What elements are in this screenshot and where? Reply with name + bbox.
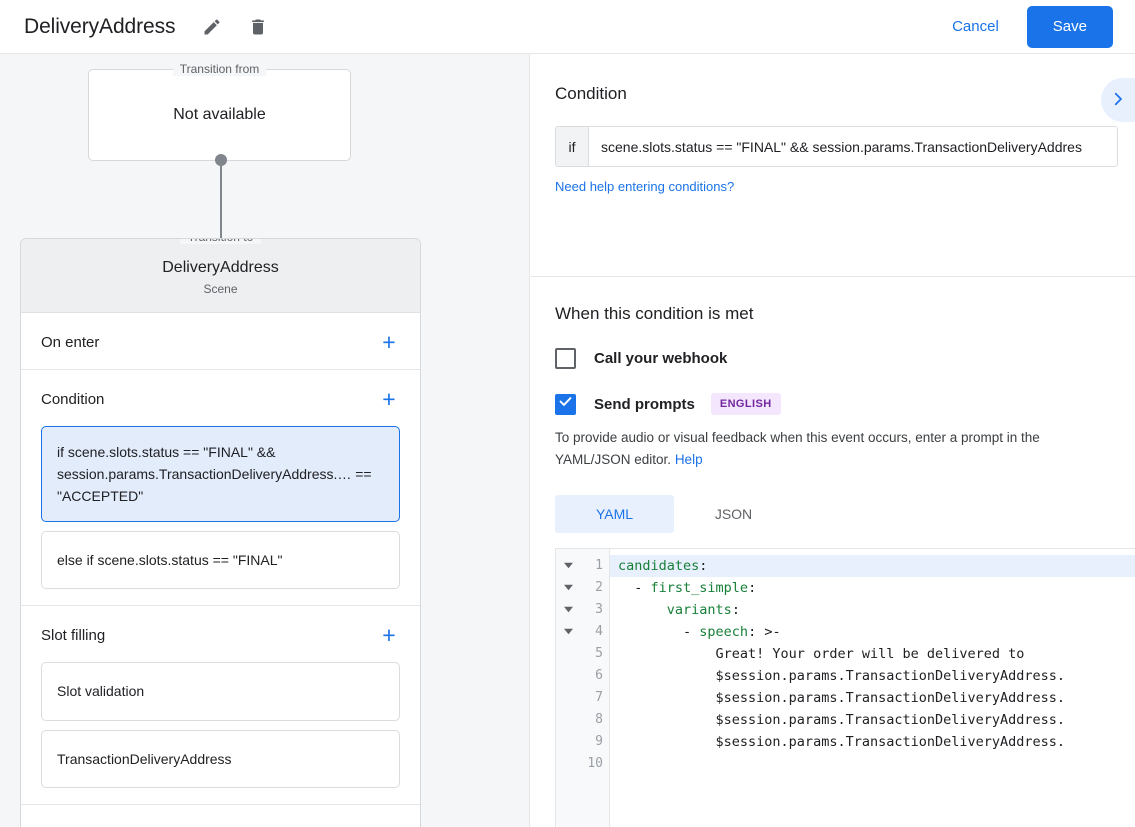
right-detail-panel: Condition if Need help entering conditio… [531, 54, 1135, 827]
send-prompts-checkbox-row: Send prompts ENGLISH [555, 393, 1113, 415]
edit-name-button[interactable] [195, 10, 229, 44]
fold-placeholder [556, 731, 580, 753]
section-header-custom-intent-handling[interactable]: Custom intent handling + [21, 805, 420, 827]
tab-yaml[interactable]: YAML [555, 494, 674, 533]
fold-placeholder [556, 665, 580, 687]
condition-item[interactable]: else if scene.slots.status == "FINAL" [41, 531, 400, 590]
editor-format-tabs: YAML JSON [555, 494, 1113, 533]
send-prompts-checkbox[interactable] [555, 393, 576, 415]
fold-toggle-icon[interactable] [556, 621, 580, 643]
section-title-on-enter: On enter [41, 333, 100, 351]
condition-editor-section: Condition if Need help entering conditio… [531, 54, 1135, 196]
condition-item-selected[interactable]: if scene.slots.status == "FINAL" && sess… [41, 426, 400, 523]
line-number: 2 [595, 579, 603, 595]
trash-icon [248, 17, 268, 37]
code-line[interactable]: candidates: [610, 554, 1135, 577]
page-title: DeliveryAddress [24, 14, 176, 38]
section-slot-filling: Slot filling + Slot validation Transacti… [21, 606, 420, 805]
code-line[interactable]: $session.params.TransactionDeliveryAddre… [618, 689, 1066, 706]
code-line[interactable]: $session.params.TransactionDeliveryAddre… [618, 667, 1066, 684]
left-flow-panel: Transition from Not available Transition… [0, 54, 530, 827]
line-number: 4 [595, 623, 603, 639]
code-line[interactable]: - first_simple: [618, 579, 757, 596]
transition-from-value: Not available [173, 106, 266, 123]
webhook-checkbox-row: Call your webhook [555, 348, 1113, 369]
section-body-slot-filling: Slot validation TransactionDeliveryAddre… [21, 662, 420, 803]
when-condition-met-section: When this condition is met Call your web… [531, 276, 1135, 827]
language-badge: ENGLISH [710, 393, 781, 415]
transition-from-card[interactable]: Transition from Not available [88, 62, 351, 161]
send-prompts-label: Send prompts [594, 395, 695, 413]
code-line[interactable]: variants: [666, 601, 740, 618]
code-content-area[interactable]: candidates: - first_simple: variants: - … [610, 549, 1135, 827]
fold-toggle-icon[interactable] [556, 599, 580, 621]
add-slot-filling-button[interactable]: + [376, 622, 402, 648]
fold-placeholder [556, 687, 580, 709]
line-number: 6 [595, 667, 603, 683]
code-line[interactable]: Great! Your order will be delivered to [618, 645, 1025, 662]
chevron-right-icon [1109, 90, 1127, 111]
expand-panel-button[interactable] [1101, 78, 1135, 122]
section-body-condition: if scene.slots.status == "FINAL" && sess… [21, 426, 420, 605]
line-number: 5 [595, 645, 603, 661]
condition-heading: Condition [555, 84, 627, 103]
pencil-icon [202, 17, 222, 37]
scene-detail-card: Transition to DeliveryAddress Scene On e… [20, 238, 421, 827]
add-on-enter-button[interactable]: + [376, 329, 402, 355]
section-title-condition: Condition [41, 390, 105, 408]
line-number: 8 [595, 711, 603, 727]
section-header-condition[interactable]: Condition + [21, 370, 420, 426]
line-number: 9 [595, 733, 603, 749]
line-number: 3 [595, 601, 603, 617]
code-line[interactable]: $session.params.TransactionDeliveryAddre… [618, 733, 1066, 750]
line-number: 10 [587, 755, 603, 771]
fold-gutter [556, 548, 580, 827]
line-number: 1 [595, 557, 603, 573]
section-custom-intent-handling: Custom intent handling + [21, 805, 420, 827]
line-number-gutter: 1 2 3 4 5 6 7 8 9 10 [580, 548, 610, 827]
slot-validation-item[interactable]: Slot validation [41, 662, 400, 721]
section-header-slot-filling[interactable]: Slot filling + [21, 606, 420, 662]
call-webhook-checkbox[interactable] [555, 348, 576, 369]
fold-toggle-icon[interactable] [556, 555, 580, 577]
delete-button[interactable] [241, 10, 275, 44]
transition-to-header[interactable]: Transition to DeliveryAddress Scene [21, 238, 420, 313]
transition-from-legend: Transition from [172, 62, 267, 76]
when-met-heading: When this condition is met [555, 304, 754, 323]
prompts-helper-text: To provide audio or visual feedback when… [555, 427, 1113, 471]
section-condition: Condition + if scene.slots.status == "FI… [21, 370, 420, 607]
section-title-slot-filling: Slot filling [41, 626, 106, 644]
tab-json[interactable]: JSON [674, 495, 793, 533]
code-line[interactable]: - speech: >- [618, 623, 781, 640]
call-webhook-label: Call your webhook [594, 350, 728, 367]
transition-to-subtitle: Scene [203, 282, 238, 296]
section-title-custom-intent-handling: Custom intent handling [41, 825, 194, 827]
top-app-bar: DeliveryAddress Cancel Save [0, 0, 1135, 54]
code-line[interactable] [610, 753, 1135, 775]
slot-item-transaction-delivery-address[interactable]: TransactionDeliveryAddress [41, 729, 400, 788]
add-custom-intent-button[interactable]: + [376, 821, 402, 827]
prompts-helper-sentence: To provide audio or visual feedback when… [555, 430, 1040, 467]
prompts-help-link[interactable]: Help [674, 451, 703, 467]
condition-input-row: if [555, 126, 1118, 167]
fold-placeholder [556, 709, 580, 731]
fold-placeholder [556, 753, 580, 775]
transition-to-name: DeliveryAddress [162, 259, 279, 276]
save-button[interactable]: Save [1026, 5, 1113, 48]
code-editor[interactable]: 1 2 3 4 5 6 7 8 9 10 candidates: - first_simple: … [555, 547, 1135, 827]
add-condition-button[interactable]: + [376, 386, 402, 412]
code-line[interactable]: $session.params.TransactionDeliveryAddre… [618, 711, 1066, 728]
section-header-on-enter[interactable]: On enter + [21, 313, 420, 369]
fold-toggle-icon[interactable] [556, 577, 580, 599]
transition-to-legend: Transition to [179, 238, 262, 244]
line-number: 7 [595, 689, 603, 705]
fold-placeholder [556, 643, 580, 665]
section-divider [531, 276, 1135, 277]
condition-if-prefix: if [556, 127, 589, 166]
condition-help-link[interactable]: Need help entering conditions? [555, 179, 735, 194]
section-on-enter: On enter + [21, 313, 420, 370]
checkmark-icon [558, 394, 573, 414]
condition-expression-input[interactable] [589, 127, 1117, 166]
cancel-button[interactable]: Cancel [938, 10, 1013, 43]
